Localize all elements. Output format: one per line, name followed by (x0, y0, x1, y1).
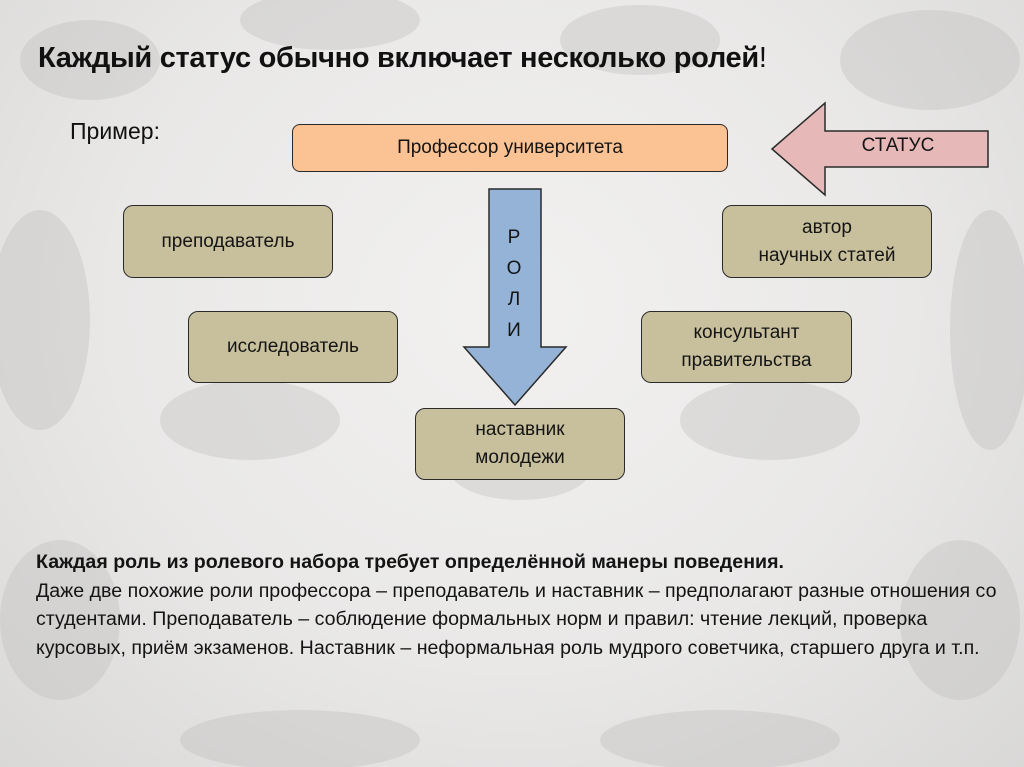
role-box-consultant: консультант правительства (641, 311, 852, 383)
role-box-text-line: консультант (693, 322, 800, 344)
status-arrow-shape (770, 101, 989, 197)
roles-arrow-polygon (462, 188, 568, 407)
slide-title-punct: ! (758, 42, 767, 74)
roles-arrow-shape (462, 188, 568, 407)
roles-letter: И (507, 320, 521, 341)
status-box-text: Профессор университета (397, 137, 623, 159)
roles-arrow-label: Р О Л И (494, 222, 534, 346)
role-box-text-line: наставник (475, 419, 565, 441)
status-arrow-label: СТАТУС (861, 135, 935, 156)
example-label: Пример: (70, 118, 160, 144)
role-box-text-line: молодежи (475, 447, 565, 468)
role-box-author: автор научных статей (722, 205, 932, 278)
role-box-text: исследователь (227, 336, 359, 358)
role-box-text-line: научных статей (758, 244, 896, 266)
paragraph-body: Даже две похожие роли профессора – препо… (36, 579, 997, 660)
role-box-mentor: наставник молодежи (415, 408, 625, 480)
role-box-text-line: автор (802, 216, 852, 238)
slide-title-text: Каждый статус обычно включает несколько … (38, 42, 759, 74)
roles-letter: О (506, 258, 522, 279)
role-box-researcher: исследователь (188, 311, 398, 383)
paragraph-lead: Каждая роль из ролевого набора требует о… (36, 551, 784, 573)
role-box-teacher: преподаватель (123, 205, 333, 278)
explanation-paragraph: Каждая роль из ролевого набора требует о… (36, 548, 1011, 663)
status-box-professor: Профессор университета (292, 124, 728, 172)
role-box-text-line: правительства (681, 350, 812, 371)
slide-title: Каждый статус обычно включает несколько … (38, 42, 767, 75)
role-box-text: преподаватель (161, 230, 295, 252)
roles-letter: Л (507, 289, 521, 310)
roles-letter: Р (507, 227, 521, 248)
status-arrow-polygon (770, 101, 989, 197)
